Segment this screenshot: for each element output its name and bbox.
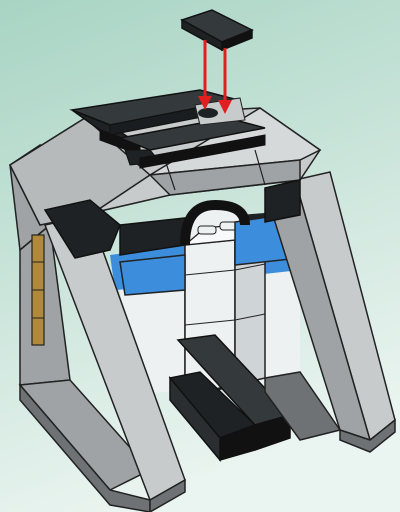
- stud: [198, 108, 218, 118]
